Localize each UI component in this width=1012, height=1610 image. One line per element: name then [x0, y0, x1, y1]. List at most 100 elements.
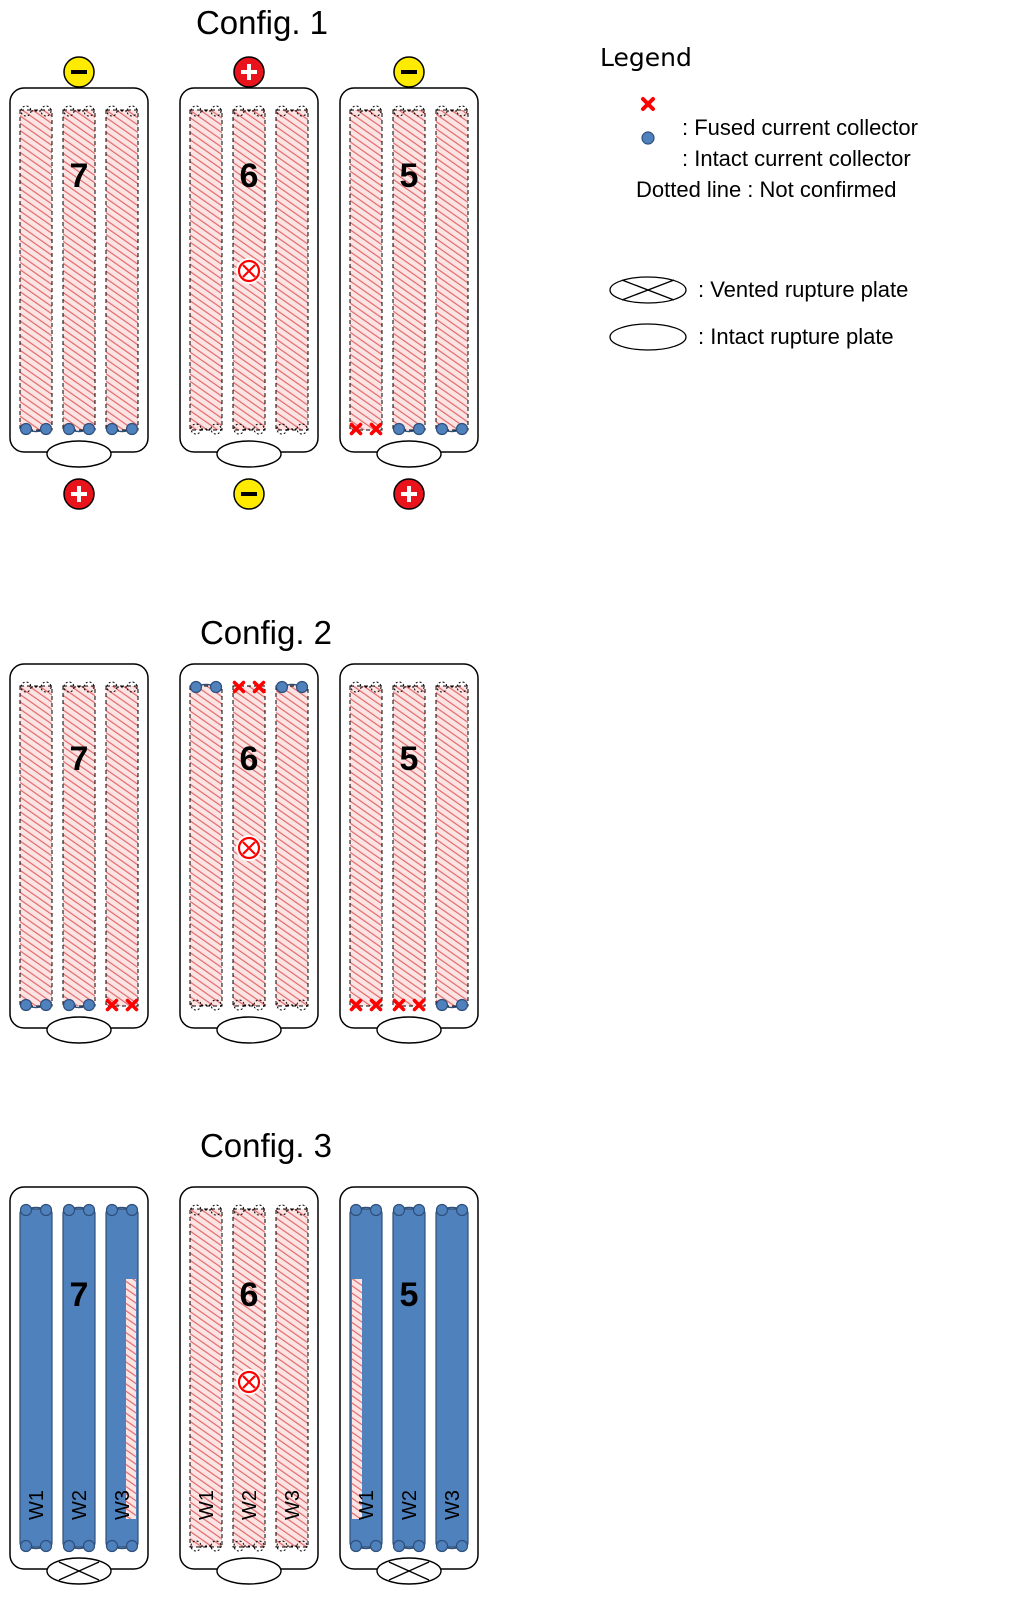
winding-label: W2 — [239, 1490, 261, 1520]
unconfirmed-collector-top — [63, 105, 95, 117]
unconfirmed-collector-top — [436, 681, 468, 693]
unconfirmed-collector-top — [350, 681, 382, 693]
intact-rupture-plate-icon — [216, 1016, 282, 1044]
intact-collector-top — [105, 1203, 139, 1217]
unconfirmed-collector-bottom — [276, 999, 308, 1011]
winding-body — [349, 685, 383, 1007]
intact-collector-top — [62, 1203, 96, 1217]
unconfirmed-collector-bottom — [233, 423, 265, 435]
legend-intact-plate-text: : Intact rupture plate — [698, 324, 894, 349]
winding-3: W3 — [105, 1203, 139, 1553]
unconfirmed-collector-top — [276, 105, 308, 117]
intact-rupture-plate-icon — [46, 1016, 112, 1044]
winding-2 — [62, 105, 96, 436]
vent-mark-icon — [236, 258, 262, 284]
intact-collector-top — [189, 680, 223, 694]
plus-terminal-icon — [393, 478, 425, 510]
unconfirmed-collector-bottom — [276, 1540, 308, 1552]
config-1-title: Config. 1 — [196, 4, 328, 41]
intact-collector-bottom — [435, 422, 469, 436]
cell-number: 6 — [240, 157, 259, 195]
intact-collector-bottom — [435, 998, 469, 1012]
intact-rupture-plate-icon — [609, 323, 687, 351]
unconfirmed-collector-top — [106, 681, 138, 693]
intact-collector-bottom — [19, 422, 53, 436]
winding-body — [189, 1208, 223, 1548]
cell-number: 5 — [400, 740, 419, 778]
vented-rupture-plate-icon — [46, 1557, 112, 1585]
winding-1: W1 — [189, 1204, 223, 1552]
vented-rupture-plate-icon — [376, 1557, 442, 1585]
intact-collector-bottom — [435, 1539, 469, 1553]
unconfirmed-collector-bottom — [190, 423, 222, 435]
winding-2 — [392, 105, 426, 436]
intact-collector-top — [392, 1203, 426, 1217]
vented-rupture-plate-icon — [609, 276, 687, 304]
winding-2 — [62, 681, 96, 1012]
winding-body — [275, 109, 309, 431]
winding-body — [105, 109, 139, 431]
intact-collector-top — [349, 1203, 383, 1217]
minus-terminal-icon — [233, 478, 265, 510]
unconfirmed-collector-top — [106, 105, 138, 117]
winding-body — [19, 685, 53, 1007]
legend-vented-text: : Vented rupture plate — [698, 277, 908, 302]
intact-collector-bottom — [105, 422, 139, 436]
unconfirmed-collector-top — [233, 1204, 265, 1216]
cell-number: 6 — [240, 740, 259, 778]
winding-body — [435, 109, 469, 431]
winding-body — [392, 109, 426, 431]
unconfirmed-collector-bottom — [233, 999, 265, 1011]
intact-collector-top — [435, 1203, 469, 1217]
legend-dotted-text: Dotted line : Not confirmed — [636, 177, 896, 202]
winding-body — [19, 1208, 53, 1548]
unconfirmed-collector-top — [20, 681, 52, 693]
winding-2: W2 — [392, 1203, 426, 1553]
winding-body — [62, 685, 96, 1007]
intact-collector-bottom — [392, 422, 426, 436]
intact-collector-bottom — [105, 1539, 139, 1553]
winding-body — [275, 685, 309, 1007]
cell-6-config-2: 6 — [179, 663, 319, 1044]
winding-label: W3 — [282, 1490, 304, 1520]
winding-1 — [349, 105, 383, 436]
winding-body — [435, 1208, 469, 1548]
cell-5-config-2: 5 — [339, 663, 479, 1044]
winding-2 — [392, 681, 426, 1012]
winding-1 — [189, 680, 223, 1011]
winding-body — [349, 109, 383, 431]
winding-body — [189, 109, 223, 431]
unconfirmed-collector-top — [190, 1204, 222, 1216]
winding-label: W1 — [26, 1490, 48, 1520]
unconfirmed-collector-top — [20, 105, 52, 117]
winding-label: W3 — [442, 1490, 464, 1520]
unconfirmed-collector-top — [436, 105, 468, 117]
winding-3 — [105, 105, 139, 436]
intact-collector-bottom — [62, 1539, 96, 1553]
winding-3 — [275, 105, 309, 435]
cell-7-config-1: 7 — [9, 56, 149, 510]
intact-collector-icon — [641, 131, 655, 145]
winding-body — [19, 109, 53, 431]
unconfirmed-collector-top — [393, 681, 425, 693]
cell-number: 5 — [400, 1276, 419, 1314]
winding-label: W2 — [399, 1490, 421, 1520]
unconfirmed-collector-bottom — [190, 1540, 222, 1552]
fused-collector-bottom — [349, 422, 383, 436]
config-2-title: Config. 2 — [200, 614, 332, 651]
legend-title: Legend — [600, 43, 692, 72]
unconfirmed-collector-bottom — [233, 1540, 265, 1552]
winding-label: W2 — [69, 1490, 91, 1520]
winding-body — [275, 1208, 309, 1548]
unconfirmed-collector-bottom — [190, 999, 222, 1011]
config-3-title: Config. 3 — [200, 1127, 332, 1164]
unconfirmed-collector-top — [233, 105, 265, 117]
fused-collector-top — [232, 680, 266, 694]
winding-1: W1 — [349, 1203, 383, 1553]
unconfirmed-collector-top — [393, 105, 425, 117]
